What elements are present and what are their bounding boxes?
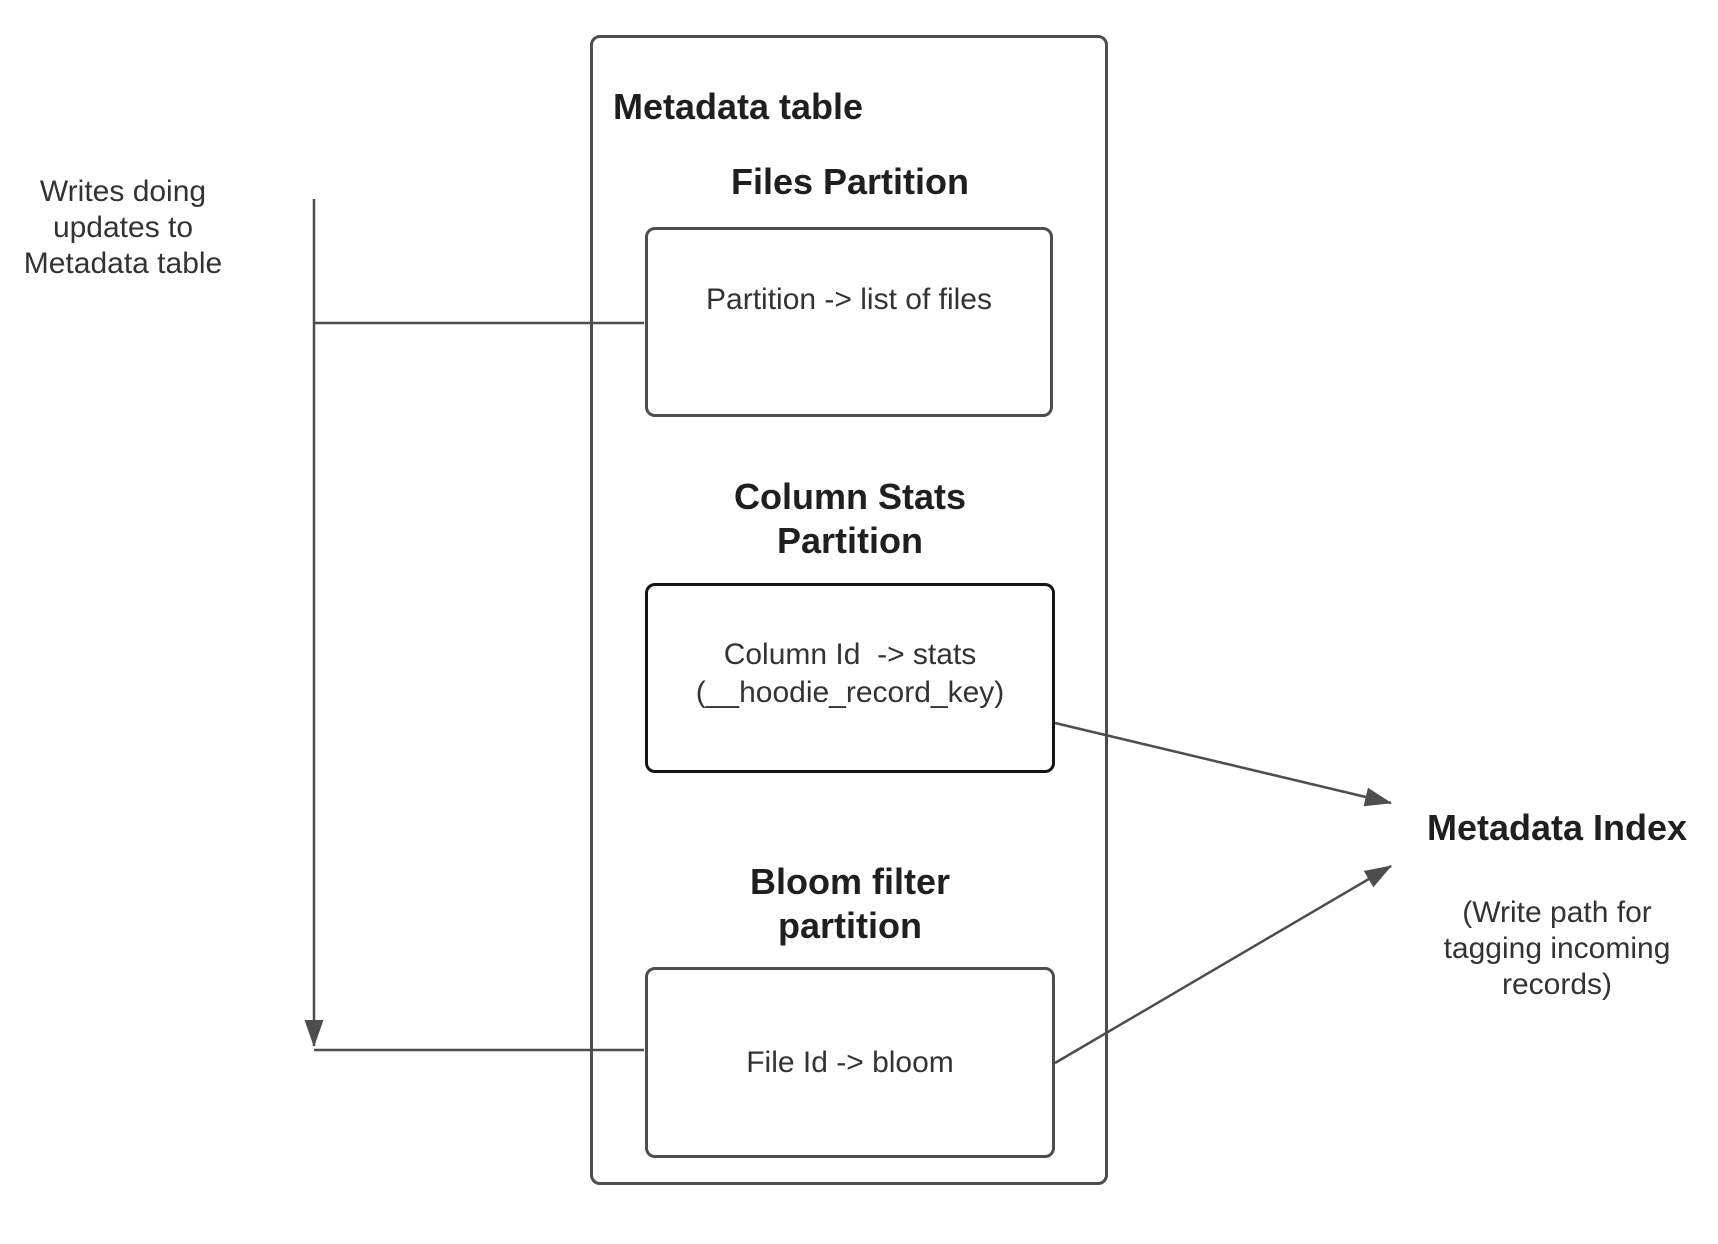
column-stats-partition-box: Column Id -> stats (__hoodie_record_key) [645, 583, 1055, 773]
bloom-filter-partition-box: File Id -> bloom [645, 967, 1055, 1158]
files-partition-heading: Files Partition [730, 161, 970, 202]
column-stats-mapping-key: (__hoodie_record_key) [695, 676, 1005, 709]
files-partition-mapping: Partition -> list of files [706, 283, 992, 316]
files-partition-box: Partition -> list of files [645, 227, 1053, 417]
column-stats-partition-heading: Column Stats Partition [733, 476, 966, 561]
metadata-table-title: Metadata table [613, 86, 864, 127]
bloom-filter-partition-heading: Bloom filter partition [749, 861, 950, 946]
metadata-index-subtitle: (Write path for tagging incoming records… [1443, 896, 1671, 1001]
bloom-filter-mapping: File Id -> bloom [746, 1045, 954, 1079]
metadata-index-title: Metadata Index [1426, 807, 1688, 848]
column-stats-mapping: Column Id -> stats [723, 638, 977, 671]
writes-updates-label: Writes doing updates to Metadata table [23, 175, 223, 280]
metadata-table-box [590, 35, 1108, 1185]
